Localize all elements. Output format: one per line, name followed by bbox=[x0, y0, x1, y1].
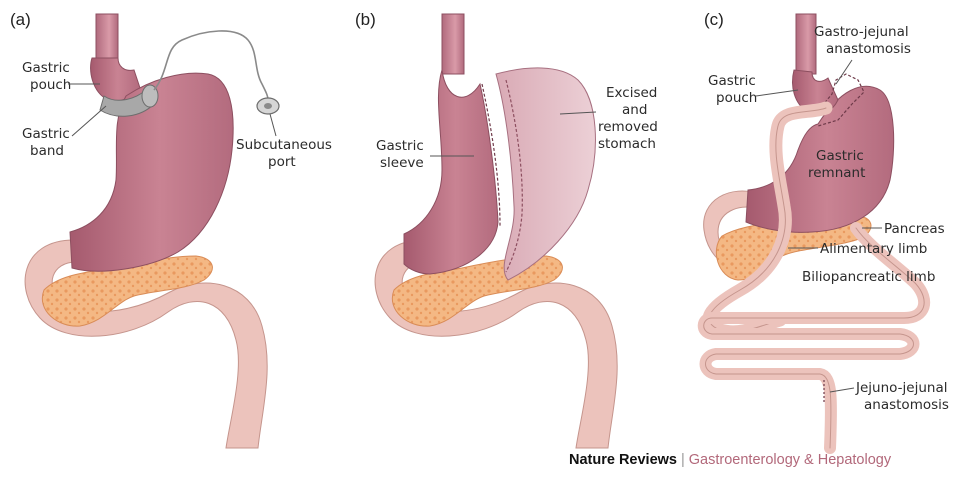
panel-a-leader-band bbox=[72, 106, 106, 136]
panel-a-label-port-2: port bbox=[268, 154, 296, 170]
panel-c-label-pouch-2: pouch bbox=[716, 90, 757, 106]
panel-a: (a) Gastric pouch Gastric band Subcutane… bbox=[10, 10, 332, 448]
panel-c-label-biliopancreatic: Biliopancreatic limb bbox=[802, 269, 935, 285]
panel-a-label-pouch-1: Gastric bbox=[22, 60, 70, 76]
panel-b-label-excised-3: removed bbox=[598, 119, 658, 135]
panel-b-gastric-sleeve bbox=[404, 70, 498, 274]
panel-b-label-excised-2: and bbox=[622, 102, 647, 118]
figure-credit: Nature Reviews|Gastroenterology & Hepato… bbox=[569, 452, 891, 468]
panel-b-label-sleeve-1: Gastric bbox=[376, 138, 424, 154]
panel-a-leader-port bbox=[270, 114, 276, 136]
panel-c: (c) Gastro-jejunal anastomosis Gastric p… bbox=[704, 10, 949, 448]
panel-c-label-pancreas: Pancreas bbox=[884, 221, 945, 237]
panel-b-letter: (b) bbox=[355, 10, 376, 29]
panel-a-label-port-1: Subcutaneous bbox=[236, 137, 332, 153]
panel-c-label-remnant-1: Gastric bbox=[816, 148, 864, 164]
panel-c-label-pouch-1: Gastric bbox=[708, 73, 756, 89]
panel-c-esophagus bbox=[796, 14, 816, 74]
credit-journal: Gastroenterology & Hepatology bbox=[689, 452, 891, 468]
panel-a-label-band-2: band bbox=[30, 143, 64, 159]
panel-a-label-pouch-2: pouch bbox=[30, 77, 71, 93]
panel-a-label-band-1: Gastric bbox=[22, 126, 70, 142]
panel-c-label-gj-2: anastomosis bbox=[826, 41, 911, 57]
panel-b: (b) Excised and removed stomach Gastric … bbox=[355, 10, 658, 448]
panel-b-label-excised-4: stomach bbox=[598, 136, 656, 152]
panel-c-leader-pouch bbox=[756, 90, 798, 96]
panel-c-label-remnant-2: remnant bbox=[808, 165, 865, 181]
panel-c-label-alimentary: Alimentary limb bbox=[820, 241, 927, 257]
panel-b-label-excised-1: Excised bbox=[606, 85, 657, 101]
panel-b-label-sleeve-2: sleeve bbox=[380, 155, 424, 171]
panel-c-label-jj-2: anastomosis bbox=[864, 397, 949, 413]
panel-c-leader-gj bbox=[836, 60, 852, 84]
panel-a-port-center bbox=[264, 103, 272, 109]
credit-brand: Nature Reviews bbox=[569, 452, 677, 468]
panel-b-esophagus bbox=[442, 14, 464, 74]
panel-c-label-gj-1: Gastro-jejunal bbox=[814, 24, 909, 40]
panel-c-letter: (c) bbox=[704, 10, 724, 29]
panel-c-label-jj-1: Jejuno-jejunal bbox=[855, 380, 947, 396]
credit-separator: | bbox=[681, 452, 685, 468]
panel-a-esophagus bbox=[96, 14, 118, 62]
panel-a-letter: (a) bbox=[10, 10, 31, 29]
